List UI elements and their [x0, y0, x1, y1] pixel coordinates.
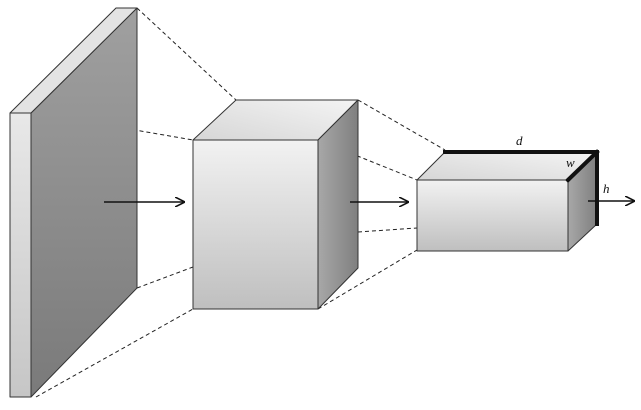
connector-line	[136, 7, 237, 101]
dimension-edges	[443, 149, 600, 226]
flow-arrows	[104, 201, 634, 202]
connector-line	[35, 308, 194, 398]
output-volume-front-face	[416, 179, 569, 252]
input-volume	[9, 7, 138, 398]
width-label: w	[566, 155, 575, 170]
connector-line	[317, 249, 418, 310]
connector-line	[357, 99, 446, 151]
input-volume-left-edge	[9, 112, 32, 398]
depth-label: d	[516, 133, 523, 148]
output-volume	[416, 149, 600, 252]
height-label: h	[603, 181, 610, 196]
connector-line	[136, 266, 194, 289]
hidden-volume-front-face	[192, 139, 319, 310]
connector-line	[357, 227, 418, 233]
width-edge	[565, 149, 600, 183]
hidden-volume	[192, 99, 359, 310]
